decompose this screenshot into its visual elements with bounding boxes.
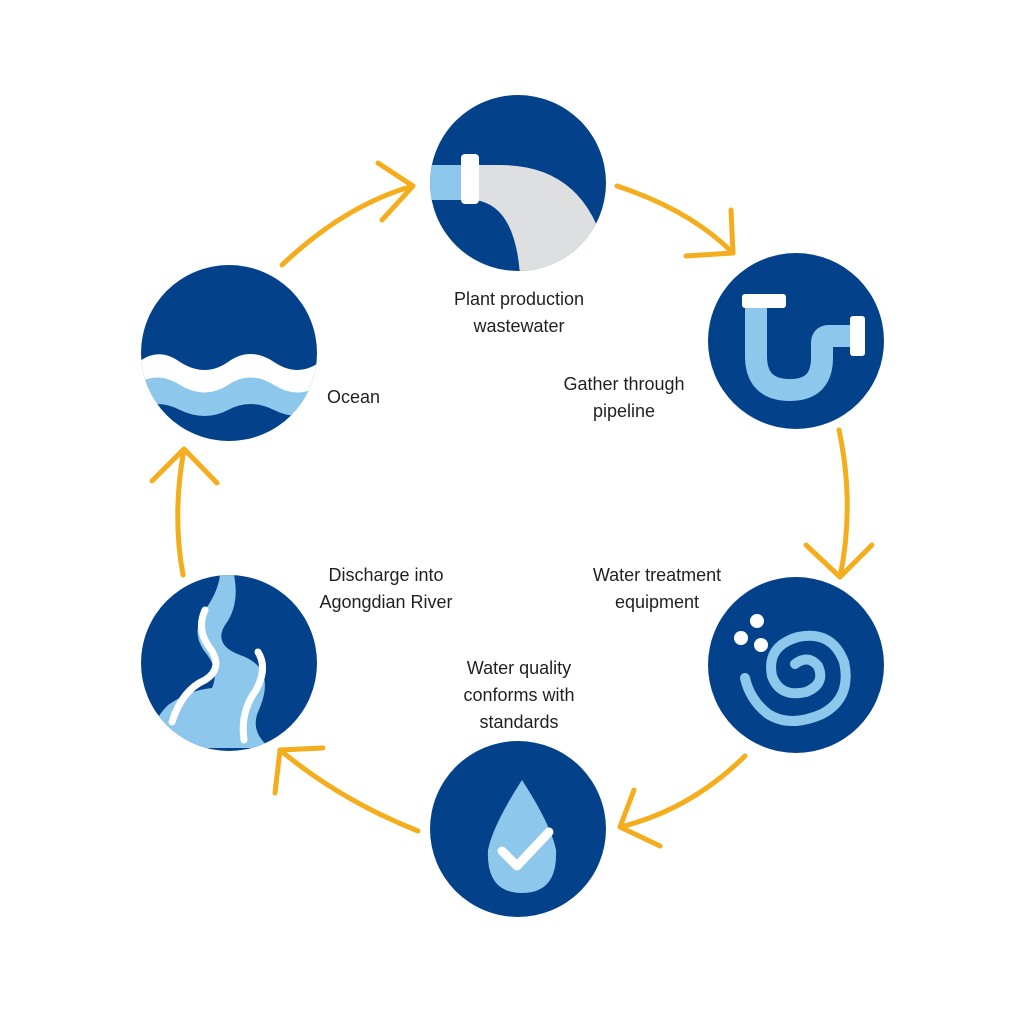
label-line: Water treatment xyxy=(592,565,722,585)
label-line: Plant production xyxy=(453,289,585,309)
label-line: conforms with xyxy=(463,685,575,705)
label-line: Gather through xyxy=(563,374,685,394)
arrow-ocean-to-wastewater xyxy=(279,160,416,268)
ocean-waves-icon xyxy=(141,265,317,441)
arrow-wastewater-to-pipeline xyxy=(614,183,736,259)
arrow-quality-to-river xyxy=(272,745,421,834)
cycle-arrows xyxy=(149,160,875,849)
label-water-quality-conforms: Water quality conforms with standards xyxy=(463,655,574,736)
arrow-river-to-ocean xyxy=(149,446,220,578)
label-line: equipment xyxy=(614,592,700,612)
label-line: Discharge into xyxy=(328,565,444,585)
faucet-pipe-icon xyxy=(430,95,606,271)
label-line: wastewater xyxy=(473,316,565,336)
arrow-treatment-to-quality xyxy=(617,753,748,849)
label-line: Ocean xyxy=(327,387,381,407)
pipe-trap-icon xyxy=(708,253,884,429)
label-discharge-into-river: Discharge into Agongdian River xyxy=(319,562,452,616)
arrow-pipeline-to-treatment xyxy=(803,427,875,580)
label-water-treatment-equipment: Water treatment equipment xyxy=(593,562,721,616)
water-drop-check-icon xyxy=(430,741,606,917)
label-line: Water quality xyxy=(466,658,572,678)
label-line: Agongdian River xyxy=(319,592,453,612)
label-line: pipeline xyxy=(592,401,656,421)
river-icon xyxy=(141,575,317,751)
label-plant-production-wastewater: Plant production wastewater xyxy=(454,286,584,340)
label-gather-through-pipeline: Gather through pipeline xyxy=(563,371,684,425)
treatment-swirl-icon xyxy=(708,577,884,753)
label-line: standards xyxy=(479,712,559,732)
label-ocean: Ocean xyxy=(327,384,380,411)
